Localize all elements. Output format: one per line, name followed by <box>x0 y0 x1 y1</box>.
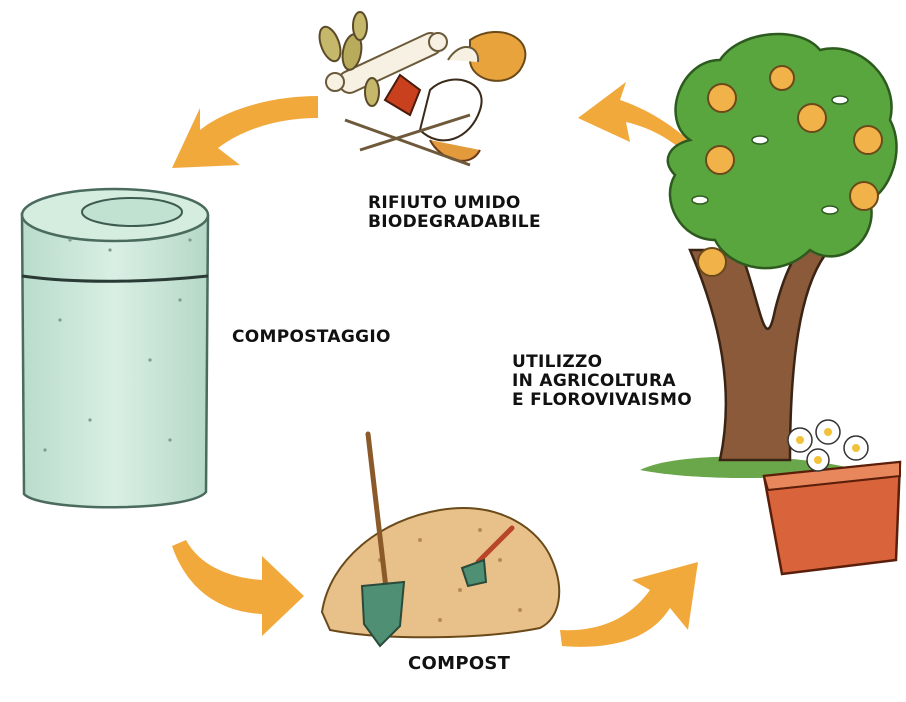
label-wet-waste-line-2: BIODEGRADABILE <box>368 213 541 232</box>
compost-bin-illustration <box>22 189 208 507</box>
arrow-bin-to-compost <box>172 540 304 636</box>
compost-pile-illustration <box>322 434 559 646</box>
label-usage-line-1: UTILIZZO <box>512 353 692 372</box>
label-wet-waste: RIFIUTO UMIDO BIODEGRADABILE <box>368 194 541 232</box>
fruit-tree-illustration <box>640 34 897 478</box>
label-compost: COMPOST <box>408 654 510 673</box>
label-usage: UTILIZZO IN AGRICOLTURA E FLOROVIVAISMO <box>512 353 692 410</box>
label-wet-waste-line-1: RIFIUTO UMIDO <box>368 194 541 213</box>
arrow-compost-to-use <box>560 562 698 647</box>
label-usage-line-2: IN AGRICOLTURA <box>512 372 692 391</box>
label-composting: COMPOSTAGGIO <box>232 328 391 347</box>
label-usage-line-3: E FLOROVIVAISMO <box>512 391 692 410</box>
arrow-waste-to-bin <box>172 96 318 168</box>
label-compost-text: COMPOST <box>408 654 510 673</box>
label-composting-text: COMPOSTAGGIO <box>232 328 391 347</box>
organic-waste-illustration <box>315 12 525 165</box>
